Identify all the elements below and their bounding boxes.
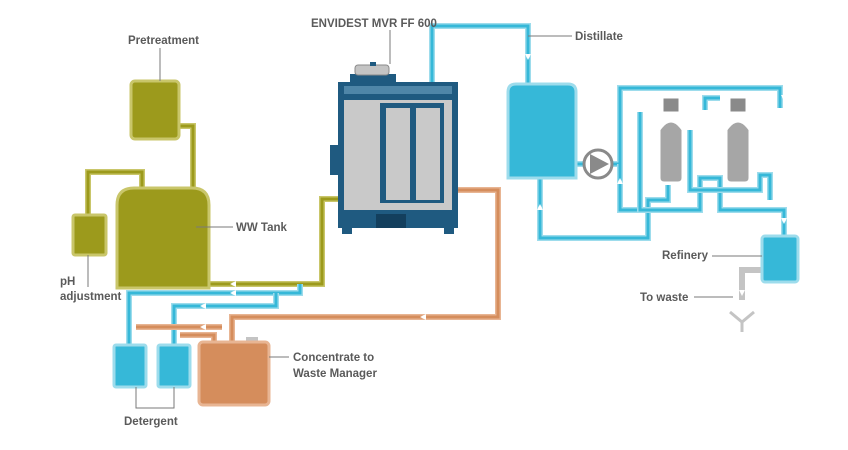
flow-arrow [781,218,787,224]
pipes [85,23,787,345]
ph-label-line2: adjustment [60,291,122,303]
flow-arrow [200,324,206,330]
flow-arrow [200,314,206,320]
ph-label-line1: pH [60,276,75,288]
flow-arrow [420,314,426,320]
flow-arrow [739,290,745,296]
ww-tank-label: WW Tank [236,222,287,234]
refinery-label: Refinery [662,250,709,262]
equipment [71,62,800,407]
concentrate-label-line2: Waste Manager [293,368,377,380]
unit-label: ENVIDEST MVR FF 600 [311,18,437,30]
mvr-unit [330,62,458,234]
labels: Pretreatment ENVIDEST MVR FF 600 Distill… [60,18,709,428]
flow-arrow [230,290,236,296]
to-waste-label: To waste [640,292,688,304]
ph-tank [71,213,108,257]
pipe-filter-b-in [702,95,720,110]
pretreatment-label: Pretreatment [128,35,199,47]
pipe-pretreatment-ww [180,123,196,190]
leader-detergent [135,387,175,409]
flow-arrows [200,54,787,330]
concentrate-tank [197,340,271,407]
refinery-tank [760,234,800,284]
flow-arrow [617,178,623,184]
detergent-tank-2 [156,343,192,389]
detergent-label: Detergent [124,416,178,428]
flow-arrow [525,54,531,60]
flow-arrow [781,95,787,101]
flow-arrow [537,204,543,210]
distillate-tank [506,82,578,180]
flow-arrow [200,303,206,309]
filter-vessel-a [659,97,683,183]
flow-arrow [230,281,236,287]
concentrate-label-line1: Concentrate to [293,352,374,364]
ww-tank [115,186,211,290]
mvr-top-cap [350,74,396,84]
pretreatment-tank [129,79,181,141]
pump-icon [582,148,614,180]
detergent-tank-1 [112,343,148,389]
filter-vessel-b [726,97,750,183]
drain-icon [729,310,755,332]
distillate-label: Distillate [575,31,623,43]
leader-lines [87,30,762,409]
pipe-ww-mvr [210,196,338,287]
